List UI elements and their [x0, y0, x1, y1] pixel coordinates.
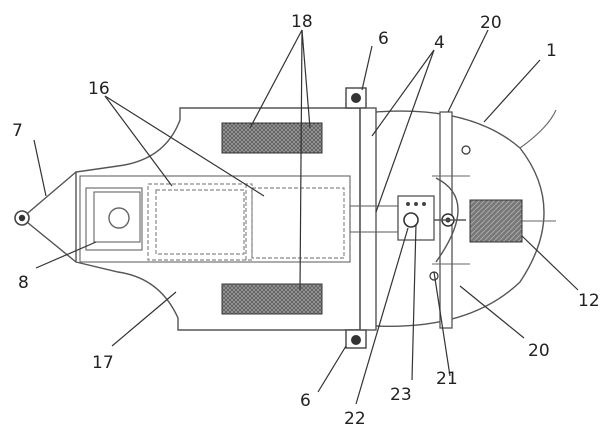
compartment-16a	[147, 183, 253, 261]
label-22: 22	[344, 409, 366, 429]
label-21: 21	[436, 369, 458, 389]
pontoon-top	[221, 122, 323, 154]
camera-box	[93, 191, 141, 243]
label-16: 16	[88, 79, 110, 99]
camera-lens	[108, 207, 130, 229]
nose-cone	[20, 171, 77, 263]
label-1: 1	[546, 41, 557, 61]
label-8: 8	[18, 273, 29, 293]
coupling-pin	[403, 212, 419, 228]
leader-lines	[33, 29, 579, 405]
pontoon-bottom	[221, 283, 323, 315]
label-6-bottom: 6	[300, 391, 311, 411]
drive-shaft	[349, 205, 399, 233]
camera-housing	[85, 187, 143, 251]
label-6-top: 6	[378, 29, 389, 49]
label-23: 23	[390, 385, 412, 405]
compartment-16b	[155, 189, 245, 255]
label-20-top: 20	[480, 13, 502, 33]
transom-plate	[359, 107, 377, 331]
propeller-disc	[435, 177, 459, 263]
compartment-16c	[251, 187, 345, 259]
tail-cone	[375, 110, 545, 328]
label-20-bottom: 20	[528, 341, 550, 361]
label-18: 18	[291, 12, 313, 32]
label-7: 7	[12, 121, 23, 141]
label-12: 12	[578, 291, 600, 311]
motor	[469, 199, 523, 243]
label-4: 4	[434, 33, 445, 53]
label-17: 17	[92, 353, 114, 373]
